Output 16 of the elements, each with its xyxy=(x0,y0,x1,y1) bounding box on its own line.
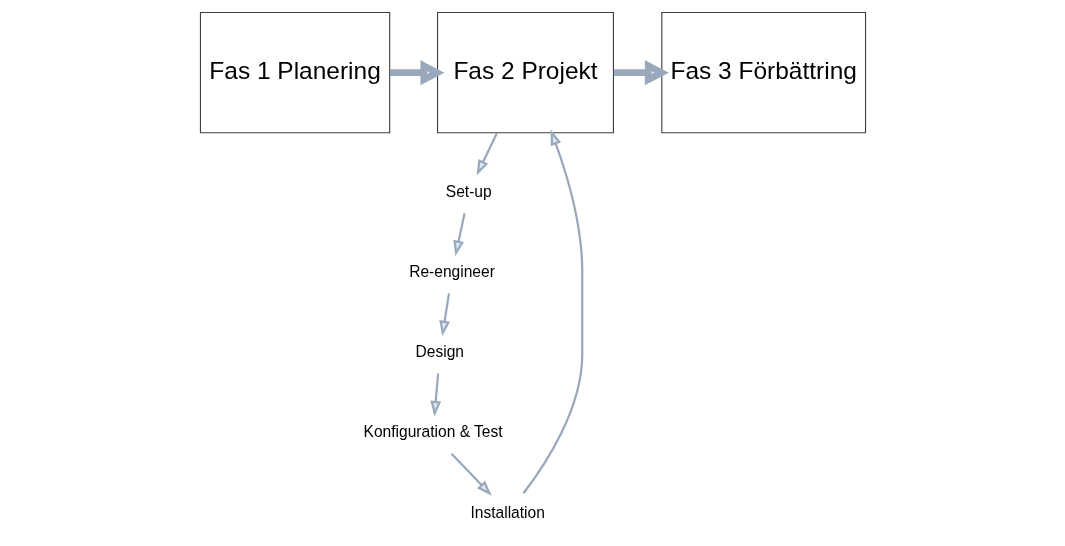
arrow xyxy=(389,60,444,86)
arrow xyxy=(522,129,583,494)
node-text: Konfiguration & Test xyxy=(363,423,503,441)
node-box: Fas 3 Förbättring xyxy=(660,11,866,134)
arrow xyxy=(429,373,441,417)
arrow xyxy=(438,293,450,337)
arrow xyxy=(613,60,669,86)
node-box: Fas 2 Projekt xyxy=(436,11,614,134)
arrow xyxy=(452,213,466,257)
node-text: Installation xyxy=(469,503,545,521)
node-text: Set-up xyxy=(445,182,492,200)
node-text: Re-engineer xyxy=(408,263,495,281)
node-text: Design xyxy=(415,343,464,361)
node-box: Fas 1 Planering xyxy=(199,11,390,134)
arrow xyxy=(450,452,492,496)
arrow xyxy=(476,132,498,176)
